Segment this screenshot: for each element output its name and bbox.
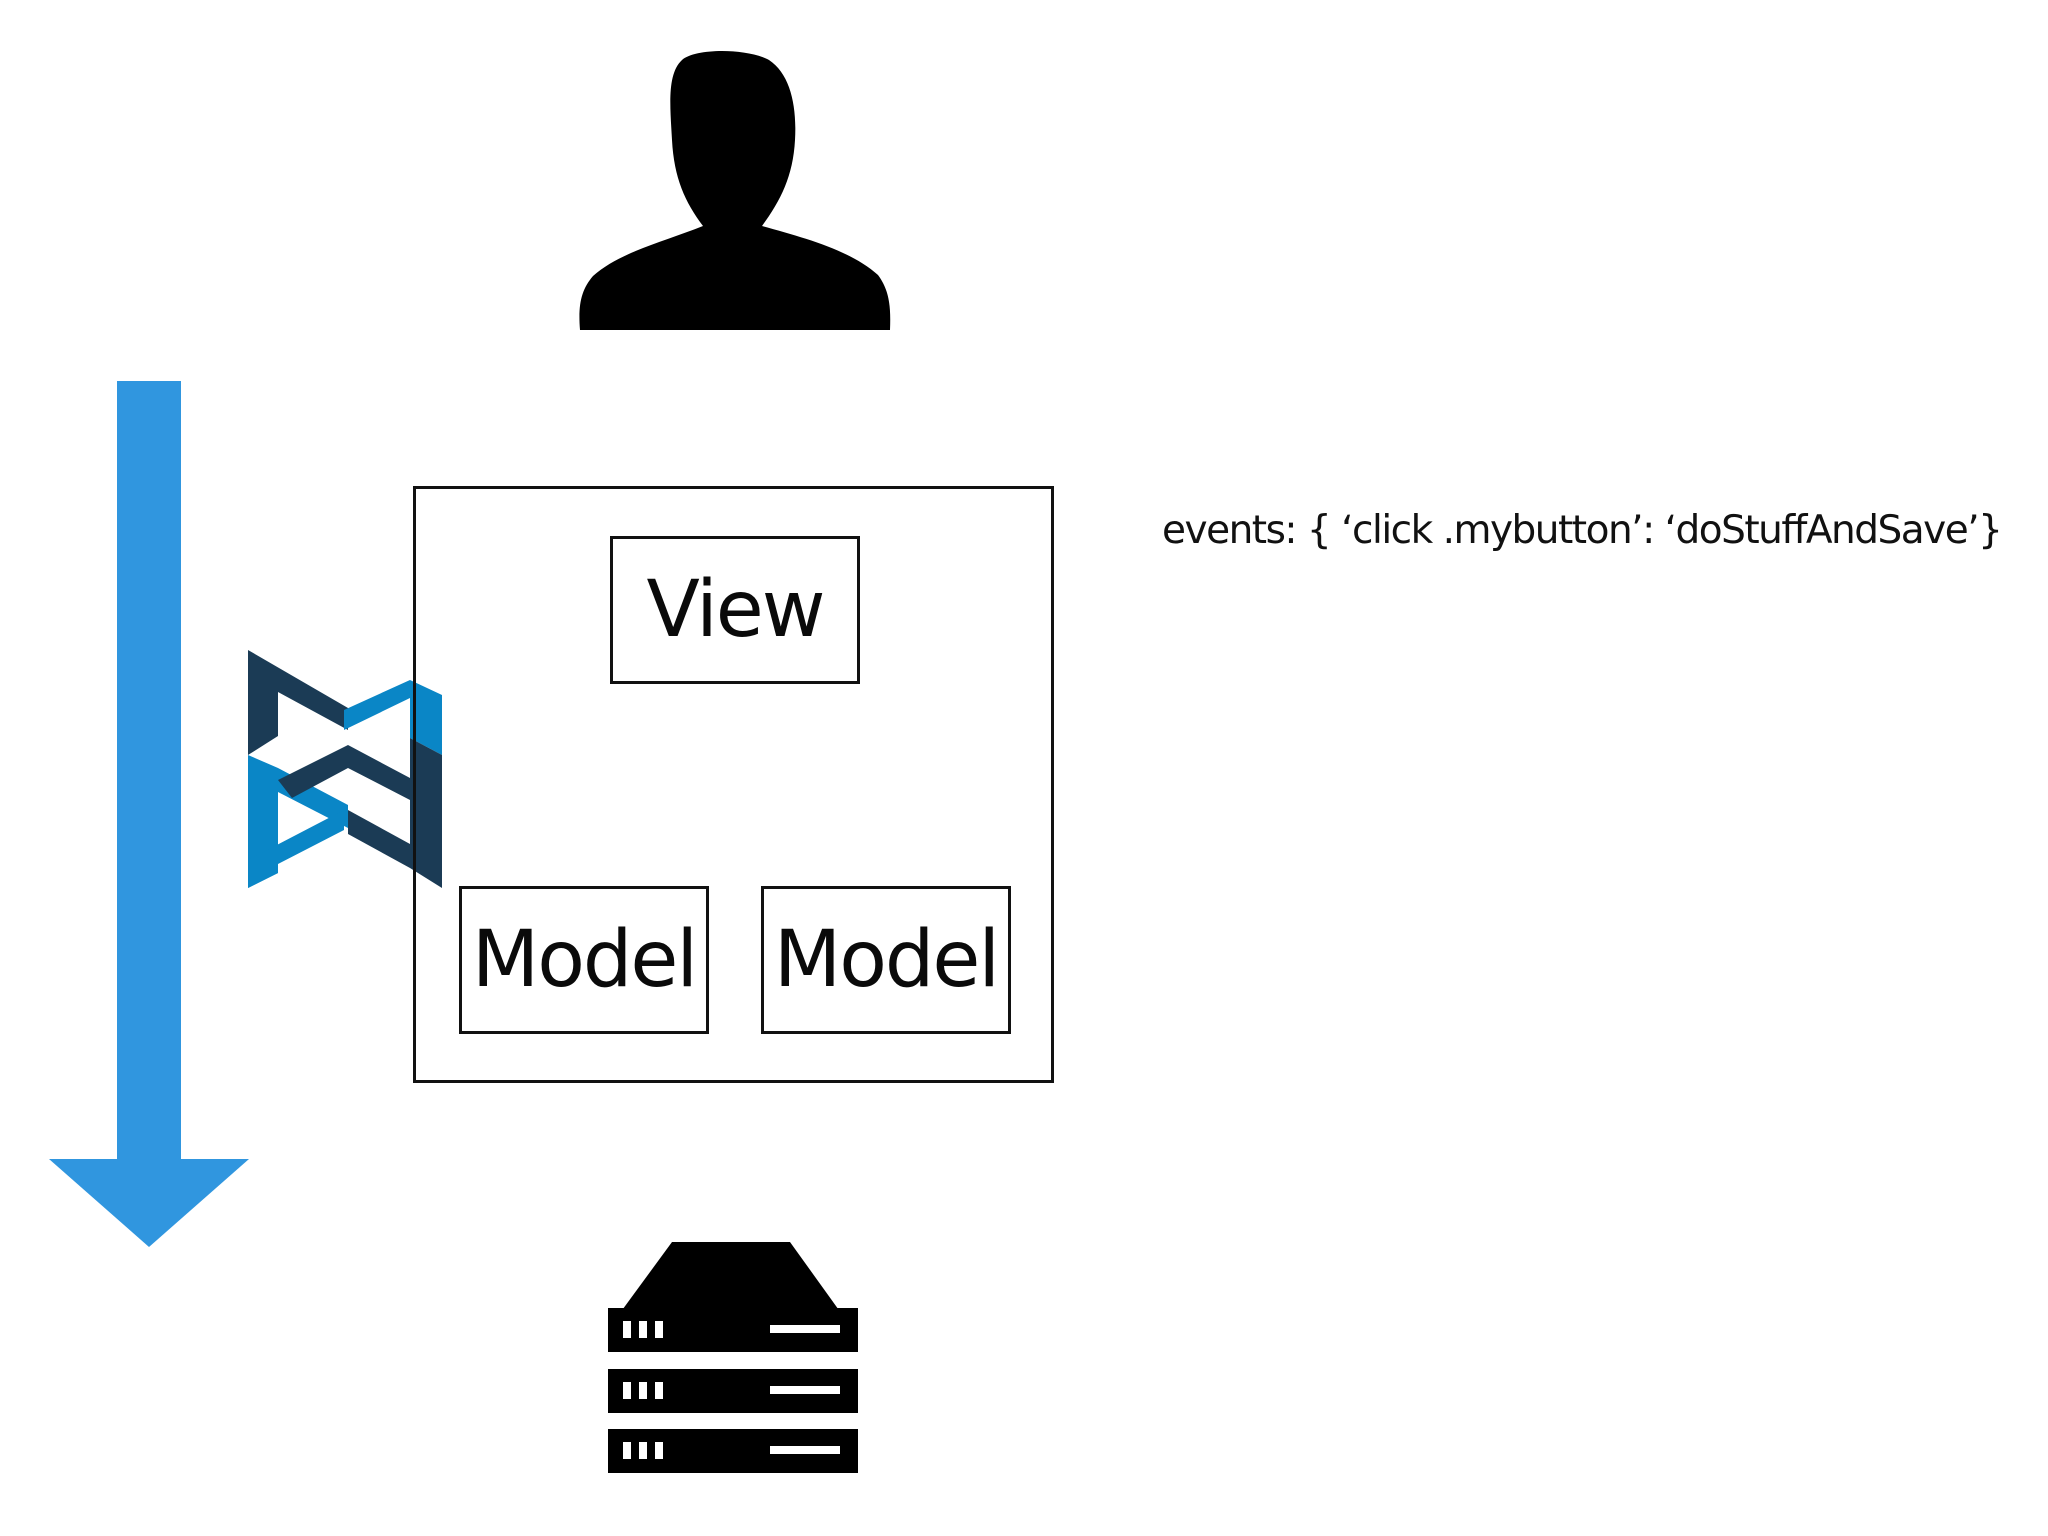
backbone-logo-icon [248,650,442,888]
down-arrow-icon [49,381,249,1247]
model-label: Model [471,915,698,1005]
server-rack-icon [608,1242,858,1473]
model-box: Model [761,886,1011,1034]
user-silhouette-icon [579,51,891,330]
view-label: View [646,565,825,655]
events-code-text: events: { ‘click .mybutton’: ‘doStuffAnd… [1162,508,2003,553]
container-box [413,486,1054,1083]
model-box: Model [459,886,709,1034]
model-label: Model [773,915,1000,1005]
view-box: View [610,536,860,684]
